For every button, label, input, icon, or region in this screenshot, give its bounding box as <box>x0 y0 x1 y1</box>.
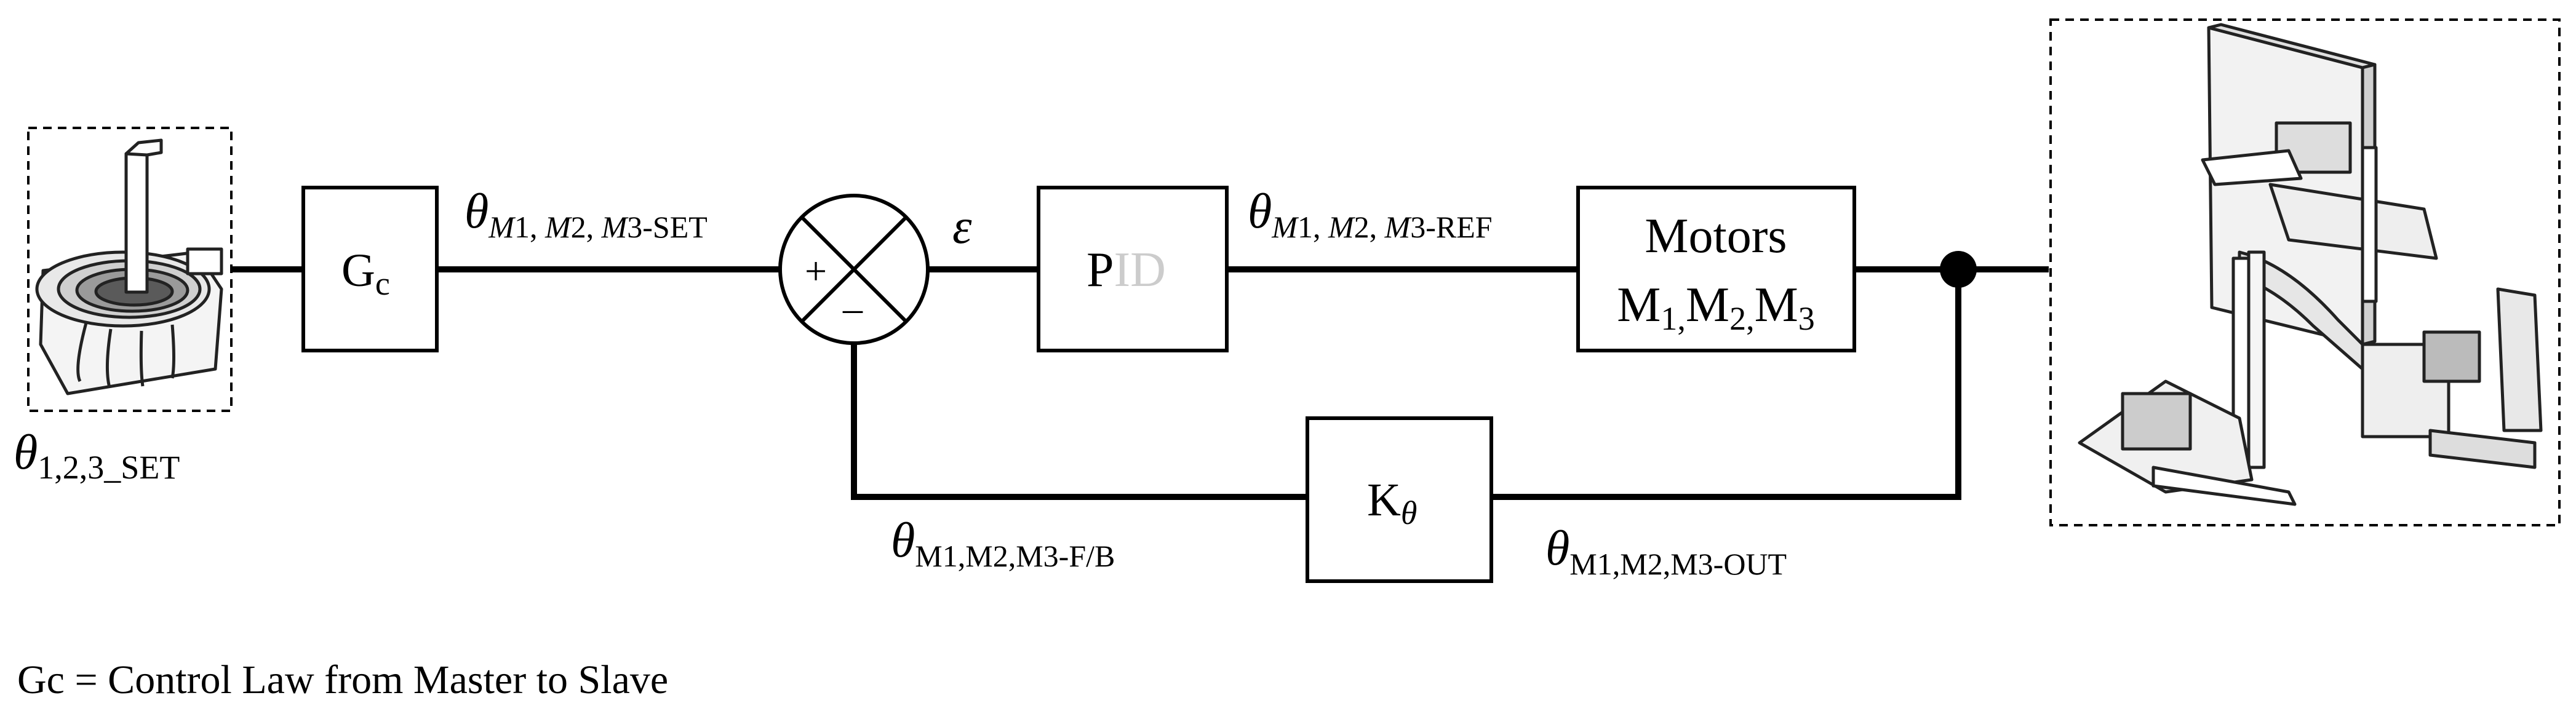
feedback-line-right <box>1491 269 1961 500</box>
robot-mechanism-icon <box>2078 23 2543 506</box>
joystick-icon <box>35 138 223 395</box>
feedback-signal-label: θM1,M2,M3-F/B <box>891 514 1115 573</box>
footnote: Gc = Control Law from Master to Slave <box>17 657 669 702</box>
k-theta-block: Kθ <box>1306 416 1493 583</box>
pid-id-label: ID <box>1114 243 1166 297</box>
slave-image-frame <box>2049 18 2561 526</box>
minus-sign: – <box>842 286 863 330</box>
motors-block: Motors M1,M2,M3 <box>1576 186 1856 352</box>
master-device-image <box>27 127 233 412</box>
error-signal-label: ε <box>952 200 972 254</box>
input-setpoint-label: θ1,2,3_SET <box>14 426 180 486</box>
gc-block: Gc <box>301 186 439 352</box>
plus-sign: + <box>805 249 827 293</box>
slave-device-image <box>2049 18 2561 526</box>
pid-p-label: P <box>1087 243 1114 297</box>
motors-list: M1,M2,M3 <box>1617 278 1814 337</box>
k-label: K <box>1367 474 1401 526</box>
svg-text:Kθ: Kθ <box>1367 474 1417 531</box>
output-signal-label: θM1,M2,M3-OUT <box>1545 522 1787 581</box>
set-signal-label: θM1, M2, M3-SET <box>465 184 708 244</box>
pid-block: PID <box>1037 186 1229 352</box>
motors-title: Motors <box>1645 209 1787 263</box>
k-subscript: θ <box>1401 494 1418 531</box>
summing-junction: + – <box>778 194 930 345</box>
gc-subscript: c <box>375 265 390 302</box>
svg-text:Gc: Gc <box>341 245 390 302</box>
svg-text:PID: PID <box>1087 243 1166 297</box>
branch-point <box>1940 251 1977 288</box>
ref-signal-label: θM1, M2, M3-REF <box>1248 184 1493 244</box>
feedback-line-left <box>851 333 1307 500</box>
gc-label: G <box>341 245 375 296</box>
signal-lines <box>231 266 2049 500</box>
